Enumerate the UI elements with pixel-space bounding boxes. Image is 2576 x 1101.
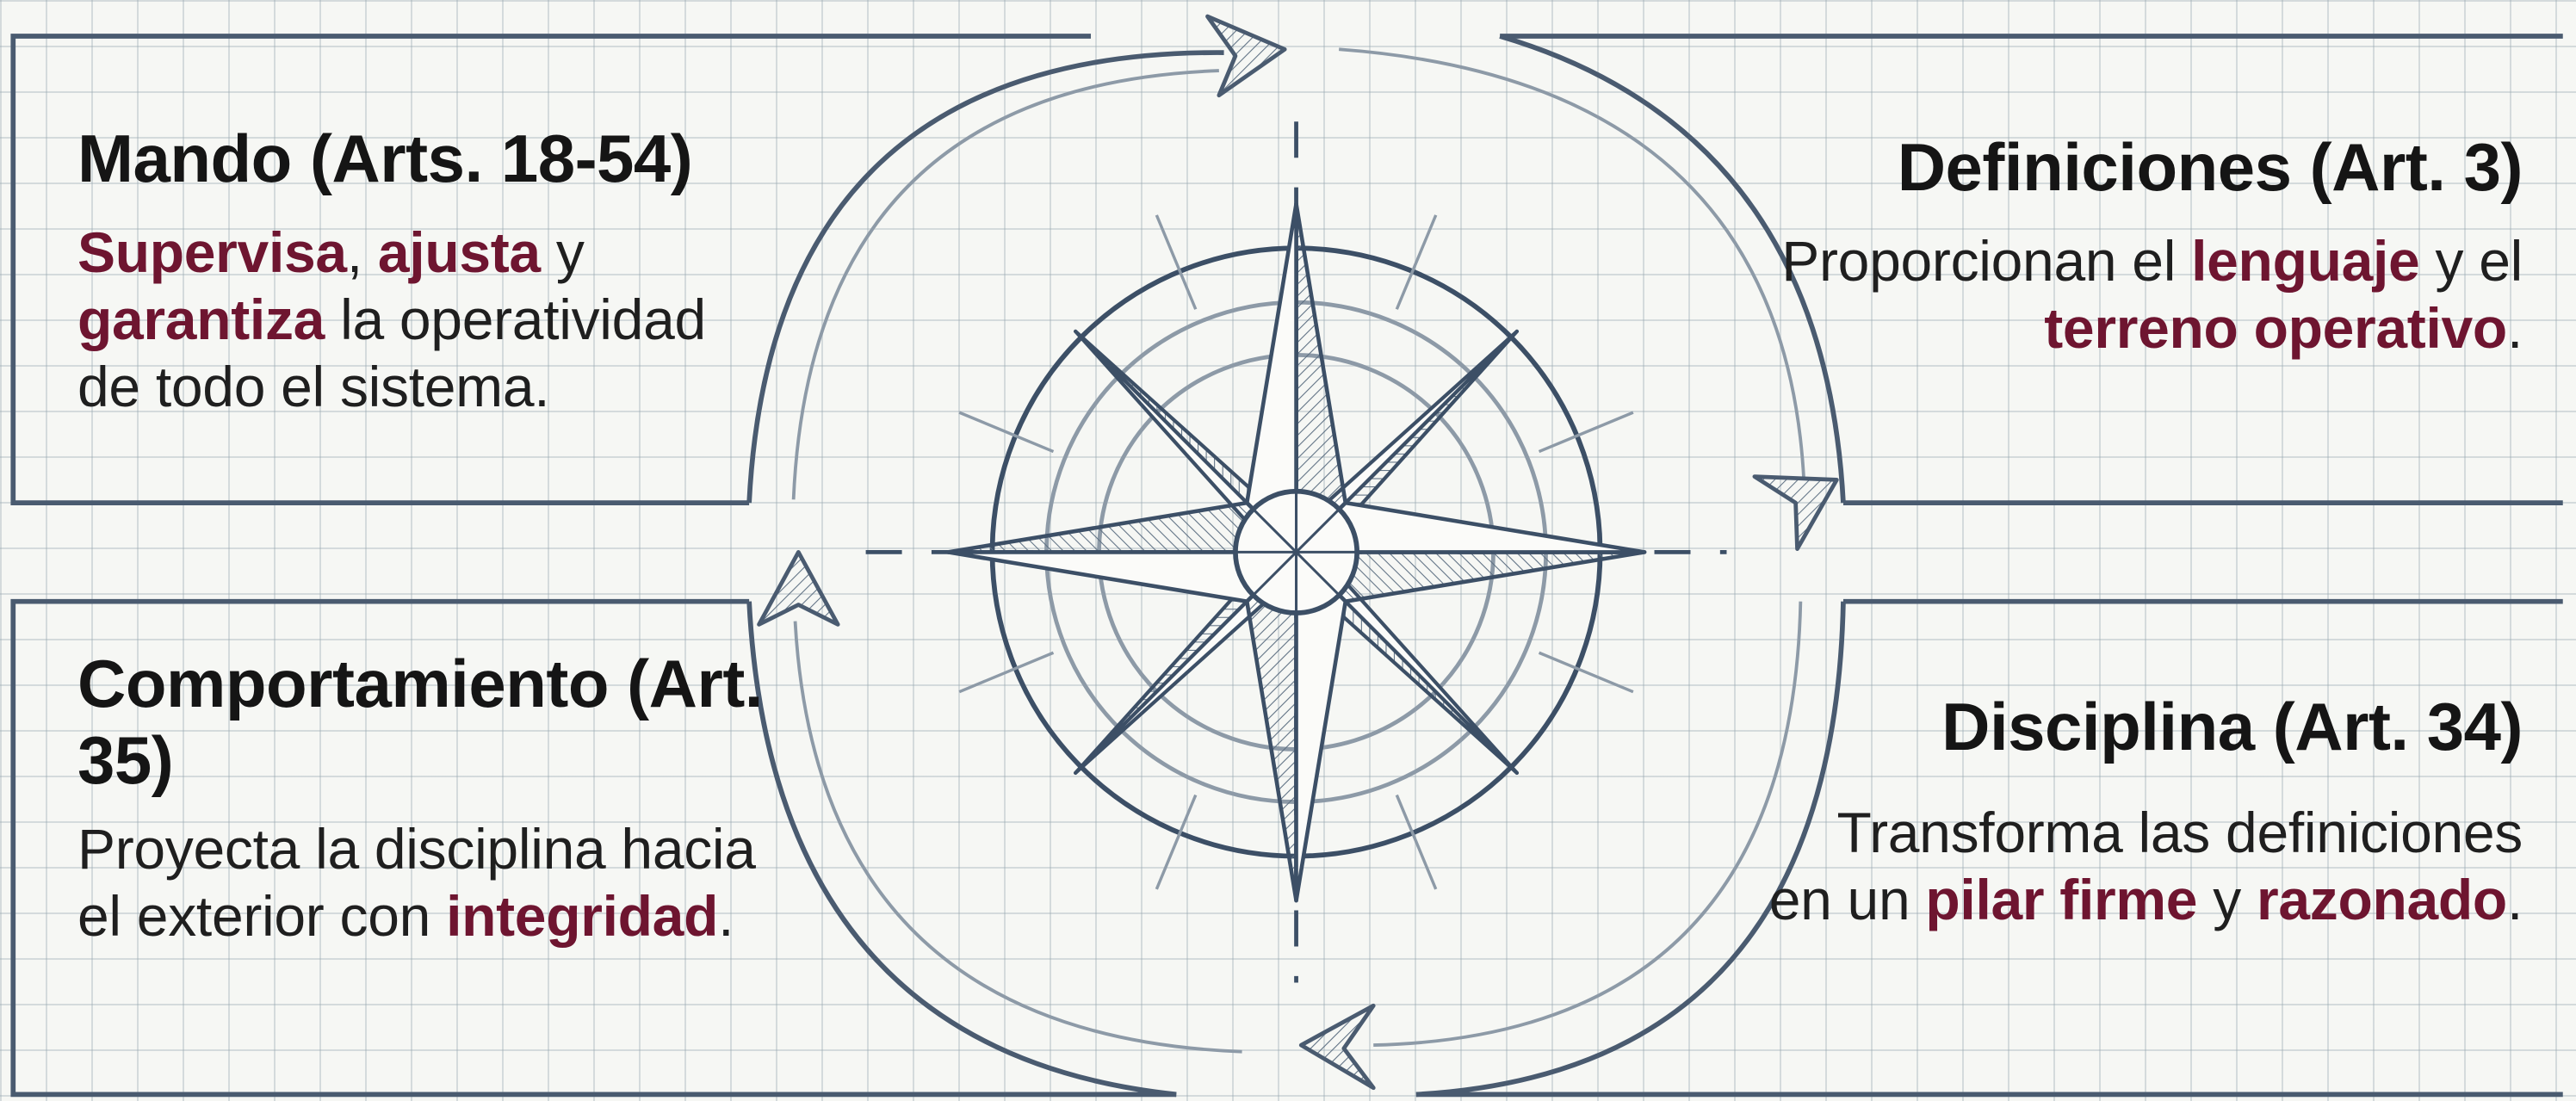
text-run: . bbox=[2507, 296, 2523, 360]
quadrant-disciplina-text: Transforma las definiciones en un pilar … bbox=[1765, 800, 2523, 934]
text-run: y bbox=[541, 220, 585, 284]
text-run: , bbox=[347, 220, 378, 284]
quadrant-disciplina-title: Disciplina (Art. 34) bbox=[1765, 689, 2523, 765]
quadrant-definiciones: Definiciones (Art. 3) Proporcionan el le… bbox=[1765, 129, 2523, 362]
arrow-bottom-left bbox=[1301, 1005, 1373, 1087]
compass-tick bbox=[1156, 215, 1195, 309]
highlight-term: ajusta bbox=[378, 220, 541, 284]
compass-tick bbox=[1156, 795, 1195, 889]
highlight-term: razonado bbox=[2257, 868, 2507, 931]
highlight-term: terreno operativo bbox=[2044, 296, 2507, 360]
quadrant-comportamiento-title: Comportamiento (Art. 35) bbox=[77, 646, 783, 799]
quadrant-definiciones-title: Definiciones (Art. 3) bbox=[1765, 129, 2523, 206]
quadrant-comportamiento-text: Proyecta la disciplina hacia el exterior… bbox=[77, 816, 783, 950]
highlight-term: pilar firme bbox=[1925, 868, 2197, 931]
text-run: . bbox=[718, 884, 734, 948]
compass-tick bbox=[1539, 653, 1633, 691]
quadrant-mando-text: Supervisa, ajusta y garantiza la operati… bbox=[77, 220, 783, 421]
highlight-term: Supervisa bbox=[77, 220, 347, 284]
text-run: . bbox=[2507, 868, 2523, 931]
text-run: Proporcionan el bbox=[1781, 229, 2191, 293]
quadrant-mando-title: Mando (Arts. 18-54) bbox=[77, 121, 783, 197]
arrow-right-down bbox=[1755, 477, 1836, 549]
compass-tick bbox=[1396, 795, 1435, 889]
quadrant-comportamiento: Comportamiento (Art. 35) Proyecta la dis… bbox=[77, 646, 783, 950]
compass-rose-icon bbox=[866, 121, 1727, 982]
quadrant-disciplina: Disciplina (Art. 34) Transforma las defi… bbox=[1765, 689, 2523, 934]
arrow-left-up bbox=[759, 552, 839, 624]
highlight-term: lenguaje bbox=[2191, 229, 2419, 293]
quadrant-mando: Mando (Arts. 18-54) Supervisa, ajusta y … bbox=[77, 121, 783, 421]
highlight-term: garantiza bbox=[77, 288, 325, 351]
text-run: y el bbox=[2419, 229, 2523, 293]
arrow-top-right bbox=[1208, 16, 1285, 96]
compass-tick bbox=[1539, 412, 1633, 451]
compass-tick bbox=[959, 412, 1053, 451]
text-run: y bbox=[2197, 868, 2257, 931]
highlight-term: integridad bbox=[446, 884, 718, 948]
compass-tick bbox=[959, 653, 1053, 691]
quadrant-definiciones-text: Proporcionan el lenguaje y el terreno op… bbox=[1765, 228, 2523, 362]
compass-tick bbox=[1396, 215, 1435, 309]
